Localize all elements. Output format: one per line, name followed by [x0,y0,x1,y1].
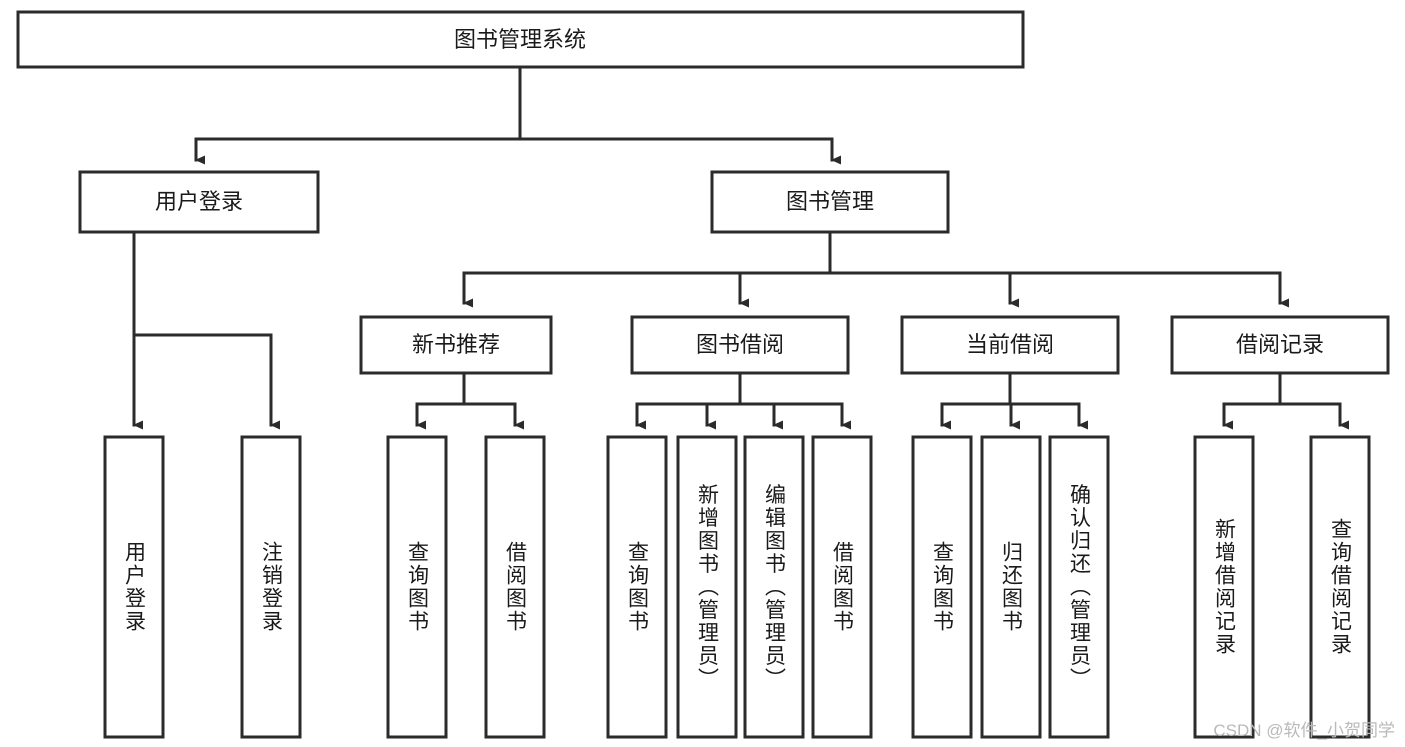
node-leaf-borrow-book-1-label: 借阅图书 [504,541,528,633]
node-new-book-recommend-label: 新书推荐 [412,332,500,357]
node-current-borrow-box[interactable] [900,315,1120,375]
node-book-borrow-label: 图书借阅 [696,332,784,357]
node-leaf-query-book-1-box[interactable] [386,435,448,739]
node-new-book-recommend-box[interactable] [359,315,553,375]
node-leaf-query-record-box[interactable] [1309,435,1371,739]
node-leaf-borrow-book-1-box[interactable] [484,435,546,739]
node-leaf-add-book[interactable]: 新增图书（管理员） [676,435,738,739]
node-leaf-return-book-label: 归还图书 [1000,541,1024,633]
node-root-label: 图书管理系统 [454,27,586,52]
node-leaf-add-record-label: 新增借阅记录 [1213,518,1237,656]
node-leaf-borrow-book-2-box[interactable] [811,435,873,739]
node-leaf-query-book-1[interactable]: 查询图书 [386,435,448,739]
node-leaf-query-record-label: 查询借阅记录 [1329,518,1353,656]
node-leaf-user-login[interactable]: 用户登录 [103,435,165,739]
node-leaf-borrow-book-1[interactable]: 借阅图书 [484,435,546,739]
node-book-manage-box[interactable] [710,170,950,234]
connector-new-book-to-leaves [415,371,524,430]
node-user-login-box[interactable] [78,170,320,234]
node-leaf-query-book-2-box[interactable] [606,435,668,739]
node-user-login[interactable]: 用户登录 [78,170,320,234]
node-leaf-edit-book[interactable]: 编辑图书（管理员） [743,435,805,739]
node-leaf-query-book-1-label: 查询图书 [406,541,430,633]
node-user-login-label: 用户登录 [155,189,243,214]
node-leaf-add-book-label: 新增图书（管理员） [696,484,720,691]
watermark-text: CSDN @软件_小贺同学 [1213,721,1395,740]
node-leaf-add-record-box[interactable] [1193,435,1255,739]
node-leaf-query-book-3[interactable]: 查询图书 [911,435,973,739]
node-book-borrow[interactable]: 图书借阅 [630,315,850,375]
node-leaf-borrow-book-2-label: 借阅图书 [831,541,855,633]
node-leaf-query-book-2[interactable]: 查询图书 [606,435,668,739]
node-leaf-confirm-return[interactable]: 确认归还（管理员） [1048,435,1110,739]
node-leaf-logout-box[interactable] [240,435,302,739]
node-borrow-record-label: 借阅记录 [1236,332,1324,357]
node-leaf-query-book-3-box[interactable] [911,435,973,739]
node-book-manage[interactable]: 图书管理 [710,170,950,234]
node-leaf-confirm-return-box[interactable] [1048,435,1110,739]
node-leaf-query-record[interactable]: 查询借阅记录 [1309,435,1371,739]
connector-root-to-level2 [194,65,841,165]
node-borrow-record[interactable]: 借阅记录 [1170,315,1390,375]
node-leaf-confirm-return-label: 确认归还（管理员） [1068,484,1092,691]
connector-user-login-to-leaves [132,230,280,430]
node-leaf-user-login-box[interactable] [103,435,165,739]
node-leaf-return-book[interactable]: 归还图书 [980,435,1042,739]
node-leaf-add-record[interactable]: 新增借阅记录 [1193,435,1255,739]
connector-current-borrow-to-leaves [940,371,1088,430]
node-current-borrow-label: 当前借阅 [966,332,1054,357]
node-new-book-recommend[interactable]: 新书推荐 [359,315,553,375]
node-leaf-query-book-3-label: 查询图书 [931,541,955,633]
connector-borrow-record-to-leaves [1222,371,1349,430]
connector-book-borrow-to-leaves [635,371,851,430]
node-book-manage-label: 图书管理 [786,189,874,214]
node-book-borrow-box[interactable] [630,315,850,375]
node-current-borrow[interactable]: 当前借阅 [900,315,1120,375]
node-leaf-return-book-box[interactable] [980,435,1042,739]
node-leaf-edit-book-box[interactable] [743,435,805,739]
node-leaf-borrow-book-2[interactable]: 借阅图书 [811,435,873,739]
node-borrow-record-box[interactable] [1170,315,1390,375]
connector-book-manage-to-level3 [462,230,1289,308]
node-leaf-edit-book-label: 编辑图书（管理员） [763,484,787,691]
node-leaf-query-book-2-label: 查询图书 [626,541,650,633]
node-leaf-logout-label: 注销登录 [260,541,284,633]
node-root-box[interactable] [16,10,1025,69]
node-root[interactable]: 图书管理系统 [16,10,1025,69]
node-leaf-add-book-box[interactable] [676,435,738,739]
node-leaf-logout[interactable]: 注销登录 [240,435,302,739]
node-leaf-user-login-label: 用户登录 [123,541,147,633]
